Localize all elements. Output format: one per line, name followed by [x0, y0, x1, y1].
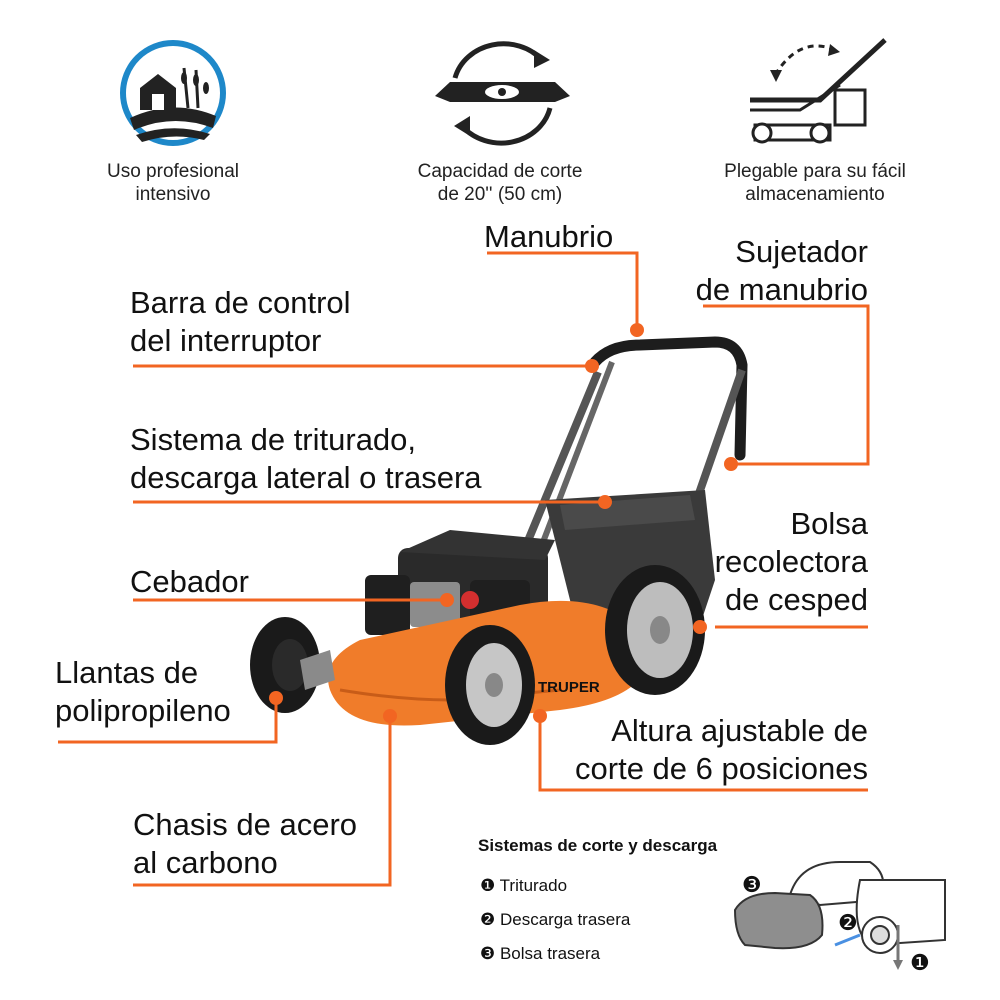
callout-chasis: Chasis de acero al carbono	[133, 807, 358, 880]
discharge-diagram	[733, 861, 946, 954]
legend-title: Sistemas de corte y descarga	[478, 836, 718, 855]
callout-sistema-triturado: Sistema de triturado, descarga lateral o…	[130, 422, 482, 495]
diagram-marker-3: ❸	[742, 872, 762, 897]
callout-cebador: Cebador	[130, 564, 249, 599]
callout-llantas: Llantas de polipropileno	[55, 655, 231, 728]
callout-bolsa: Bolsa recolectora de cesped	[714, 506, 868, 617]
callout-manubrio: Manubrio	[484, 219, 614, 254]
callout-altura: Altura ajustable de corte de 6 posicione…	[575, 713, 868, 786]
brand-logo: TRUPER	[538, 679, 600, 696]
callout-sujetador: Sujetador de manubrio	[695, 234, 868, 307]
legend-item-bolsa: ❸ Bolsa trasera	[480, 944, 601, 963]
callout-barra-control: Barra de control del interruptor	[130, 285, 351, 358]
legend-item-descarga: ❷ Descarga trasera	[480, 910, 631, 929]
farm-field-icon	[120, 40, 226, 146]
diagram-marker-2: ❷	[838, 910, 858, 935]
folding-mower-icon	[750, 38, 887, 144]
diagram-marker-1: ❶	[910, 950, 930, 975]
rotating-blade-icon	[435, 41, 570, 146]
legend-item-triturado: ❶ Triturado	[480, 876, 568, 895]
